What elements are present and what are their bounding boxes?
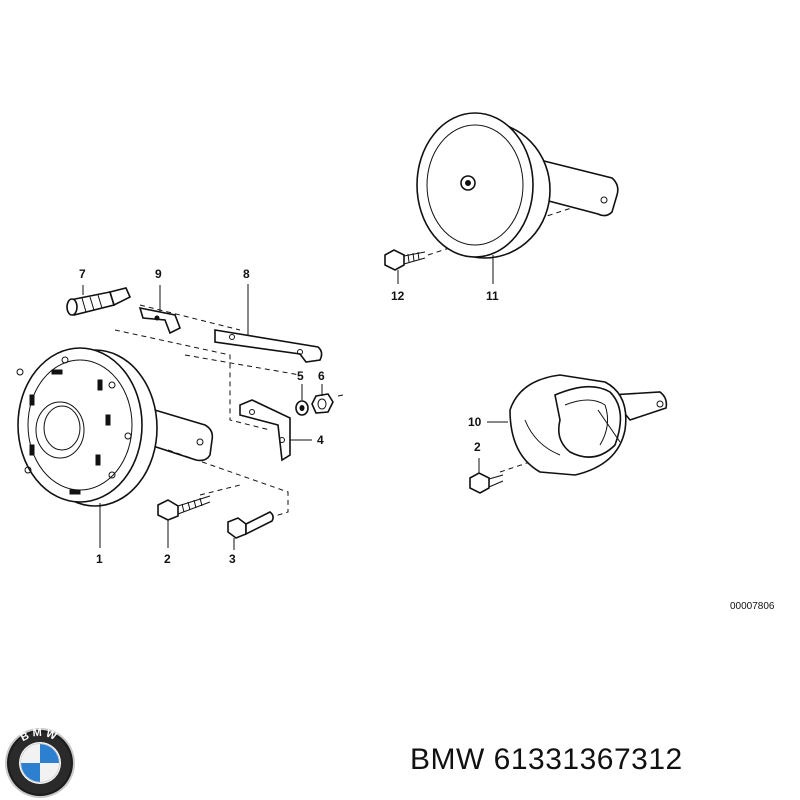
part-number: 61331367312	[493, 743, 683, 776]
part-8-drawing	[214, 284, 323, 363]
horn-1-drawing	[16, 347, 214, 548]
part-4-drawing	[239, 399, 312, 462]
part-number-label: BMW 61331367312	[410, 743, 683, 777]
callout-2: 2	[164, 552, 171, 566]
callout-3: 3	[229, 552, 236, 566]
part-7-drawing	[66, 285, 132, 316]
part-12-bolt-drawing	[384, 249, 426, 284]
assembly-guide-lines	[114, 196, 606, 517]
callout-7: 7	[79, 267, 86, 281]
bmw-roundel-letters: BMW	[19, 727, 58, 744]
brand-name: BMW	[410, 743, 485, 776]
callout-11: 11	[486, 289, 499, 303]
callout-4: 4	[317, 433, 324, 447]
part-3-bolt-drawing	[227, 511, 274, 550]
part-5-drawing	[295, 384, 309, 416]
callout-5: 5	[297, 369, 304, 383]
callout-12: 12	[391, 289, 405, 303]
svg-text:BMW: BMW	[19, 727, 61, 744]
callout-6: 6	[318, 369, 325, 383]
horn-10-drawing	[487, 374, 668, 476]
part-9-drawing	[138, 285, 182, 335]
bmw-roundel-icon: BMW	[5, 727, 75, 798]
part-6-drawing	[311, 384, 334, 414]
callout-2-right: 2	[474, 440, 481, 454]
callout-8: 8	[243, 267, 250, 281]
callout-10: 10	[468, 415, 482, 429]
reference-code: 00007806	[730, 601, 775, 612]
callout-9: 9	[155, 267, 162, 281]
callout-1: 1	[96, 552, 103, 566]
horn-11-drawing	[416, 112, 619, 284]
part-2-bolt-left-drawing	[157, 495, 211, 548]
part-2-bolt-right-drawing	[469, 458, 504, 494]
